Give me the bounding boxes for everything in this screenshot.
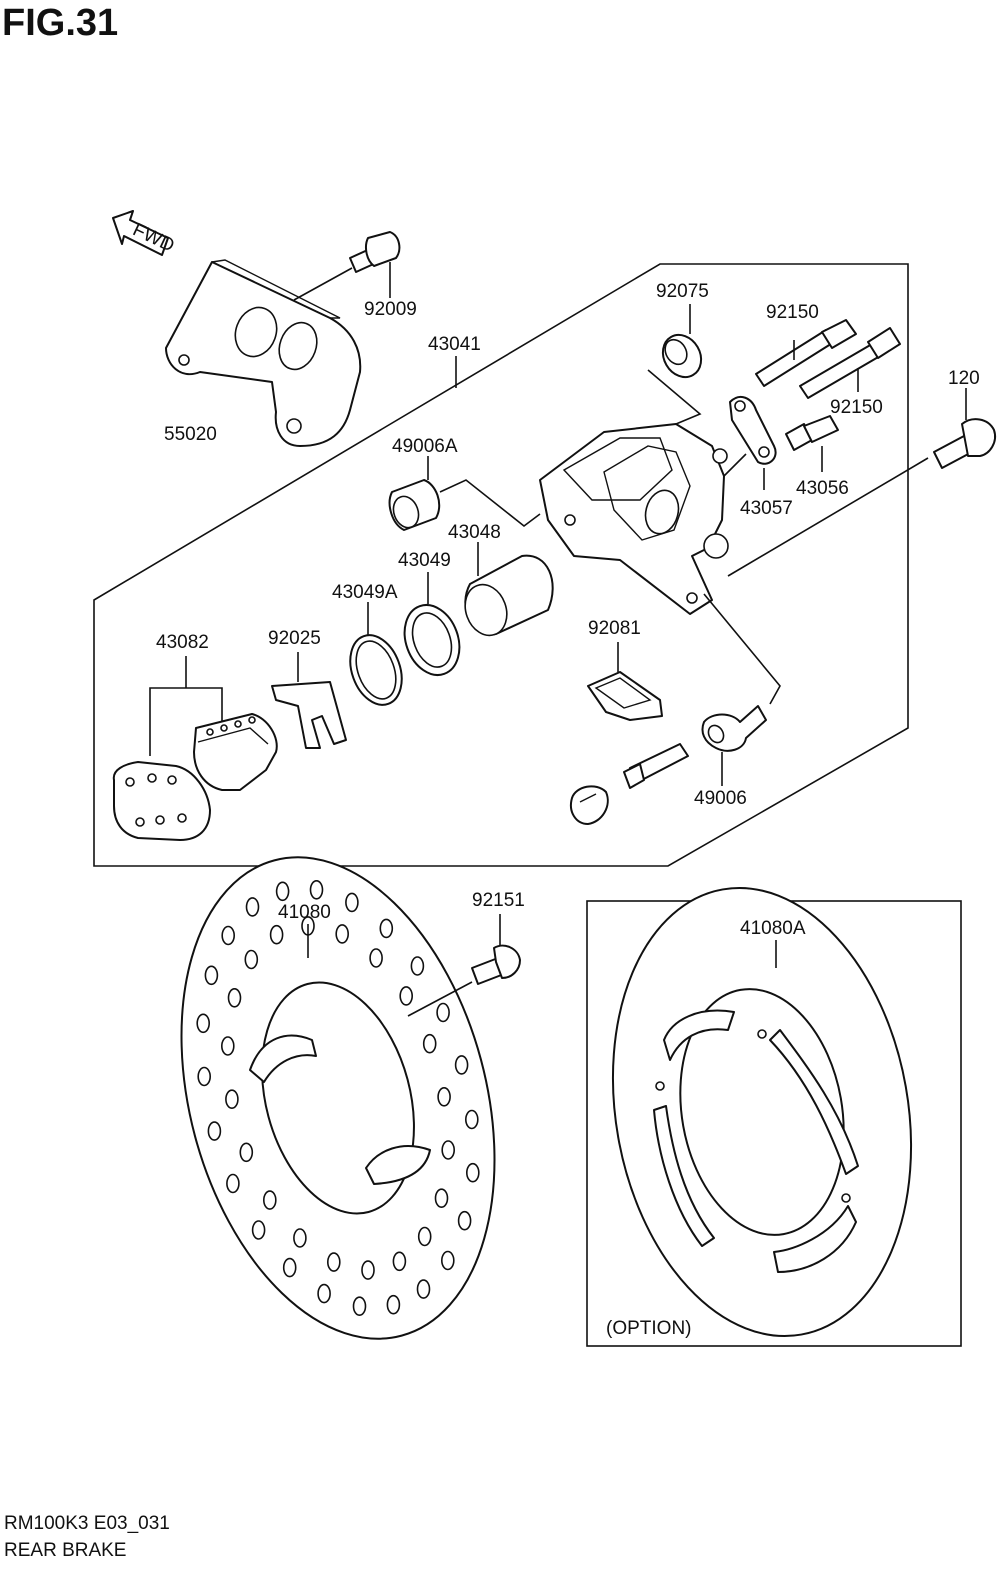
disc-drill-hole (196, 1013, 210, 1034)
disc-drill-hole (317, 1283, 331, 1304)
disc-drill-hole (225, 1089, 239, 1109)
figure-title: FIG.31 (2, 2, 119, 44)
disc-drill-hole (441, 1140, 456, 1160)
disc-drill-hole (309, 879, 324, 900)
disc-drill-hole (251, 1220, 266, 1240)
disc-drill-hole (282, 1257, 297, 1278)
callout-92075: 92075 (656, 281, 709, 302)
disc-drill-hole (361, 1260, 375, 1280)
disc-drill-hole (269, 924, 284, 945)
disc-drill-hole (417, 1226, 432, 1247)
disc-drill-hole (335, 924, 350, 944)
seal-43049 (403, 572, 461, 676)
disc-drill-hole (221, 1036, 235, 1056)
disc-drill-hole (422, 1033, 437, 1054)
disc-drill-hole (245, 897, 260, 917)
callout-92081: 92081 (588, 618, 641, 639)
pin-92150-upper (755, 319, 857, 387)
callout-55020: 55020 (164, 424, 217, 445)
callout-120: 120 (948, 368, 980, 389)
disc-drill-hole (410, 956, 425, 976)
link-43057 (723, 395, 777, 490)
disc-drill-hole (465, 1162, 480, 1183)
disc-drill-hole (197, 1066, 211, 1087)
bolt-92009 (293, 231, 401, 301)
sleeve-49006A (388, 456, 541, 531)
callout-41080A: 41080A (740, 918, 806, 939)
disc-drill-hole (227, 987, 242, 1008)
bolt-92151 (407, 914, 521, 1017)
disc-drill-hole (244, 949, 259, 970)
caliper-body (539, 423, 729, 615)
disc-drill-hole (437, 1087, 451, 1107)
disc-drill-hole (434, 1188, 449, 1208)
callout-49006: 49006 (694, 788, 747, 809)
callout-43049A: 43049A (332, 582, 398, 603)
brake-disc-41080 (180, 856, 496, 1340)
disc-drill-hole (239, 1142, 254, 1163)
piston-43048 (464, 542, 554, 637)
bracket-55020 (165, 259, 362, 447)
callout-92009: 92009 (364, 299, 417, 320)
callout-43048: 43048 (448, 522, 501, 543)
callout-92150-lower: 92150 (830, 397, 883, 418)
pin-92150-lower (799, 327, 901, 399)
diagram-name: REAR BRAKE (4, 1540, 127, 1561)
disc-drill-hole (436, 1002, 450, 1023)
callout-92151: 92151 (472, 890, 525, 911)
disc-drill-hole (226, 1173, 240, 1194)
callout-92025: 92025 (268, 628, 321, 649)
bolt-120 (727, 388, 996, 577)
disc-drill-hole (392, 1251, 407, 1272)
seal-43049A (349, 602, 403, 706)
disc-drill-hole (207, 1121, 222, 1141)
disc-drill-hole (293, 1228, 307, 1248)
callout-92150-upper: 92150 (766, 302, 819, 323)
disc-drill-hole (221, 925, 235, 946)
disc-drill-hole (457, 1210, 472, 1231)
brake-pads-43082 (112, 656, 278, 841)
callout-43057: 43057 (740, 498, 793, 519)
disc-drill-hole (454, 1055, 469, 1075)
option-label: (OPTION) (606, 1318, 692, 1339)
callout-43041: 43041 (428, 334, 481, 355)
disc-drill-hole (464, 1109, 479, 1130)
callout-43049: 43049 (398, 550, 451, 571)
disc-drill-hole (386, 1294, 401, 1315)
callout-41080: 41080 (278, 902, 331, 923)
disc-drill-hole (326, 1252, 341, 1272)
disc-drill-hole (345, 892, 359, 913)
callout-43082: 43082 (156, 632, 209, 653)
disc-drill-hole (262, 1190, 277, 1210)
clip-92081 (587, 642, 663, 721)
disc-drill-hole (399, 986, 414, 1006)
spring-92025 (271, 652, 347, 749)
fwd-arrow-icon: FWD (112, 210, 177, 257)
brake-disc-41080A (611, 886, 913, 1338)
disc-drill-hole (275, 881, 290, 902)
bleeder-43056 (785, 415, 839, 472)
disc-drill-hole (204, 965, 219, 986)
disc-drill-hole (369, 948, 383, 968)
disc-drill-hole (440, 1250, 455, 1271)
seal-92075 (647, 304, 703, 425)
disc-drill-hole (416, 1279, 431, 1299)
callout-43056: 43056 (796, 478, 849, 499)
callout-49006A: 49006A (392, 436, 458, 457)
pin-49006 (570, 593, 781, 825)
disc-drill-hole (352, 1296, 367, 1316)
diagram-code: RM100K3 E03_031 (4, 1513, 170, 1534)
disc-drill-hole (379, 918, 394, 939)
kit-outline-43041 (93, 263, 909, 867)
